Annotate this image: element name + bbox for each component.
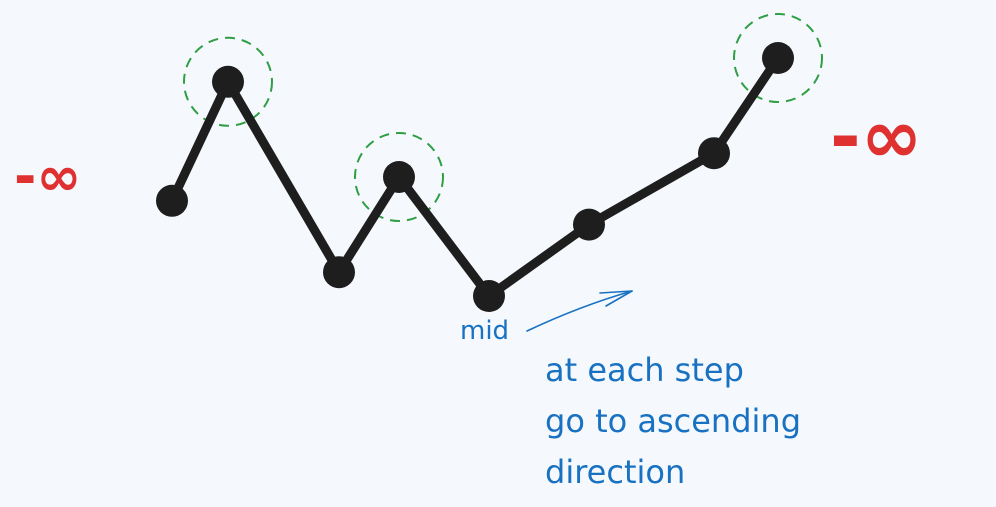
node-n8-peak [762, 42, 794, 74]
note-line-1: at each step [545, 351, 744, 389]
node-n2-peak [212, 65, 244, 98]
node-n3 [323, 256, 355, 289]
note-line-2: go to ascending [545, 402, 801, 440]
peak-ring-n8 [733, 13, 823, 103]
node-n5-mid [473, 280, 505, 312]
edge-n7-n8 [709, 53, 783, 158]
edge-n3-n4 [334, 172, 404, 277]
note-line-3: direction [545, 453, 686, 491]
negative-infinity-right: -∞ [830, 94, 923, 180]
arrow-shaft [526, 290, 633, 332]
edge-n2-n3 [223, 77, 344, 277]
negative-infinity-left: -∞ [14, 145, 82, 208]
ascending-note: at each step go to ascending direction [545, 345, 801, 498]
edge-n4-n5 [394, 172, 494, 301]
arrow-to-note [526, 290, 633, 332]
peak-ring-n2 [183, 36, 273, 127]
edge-n1-n2 [167, 77, 233, 206]
peak-ring-n4 [354, 132, 444, 222]
mid-label: mid [460, 316, 510, 346]
edge-n6-n7 [584, 148, 719, 230]
node-n6 [573, 208, 605, 241]
edge-n5-n6 [484, 220, 594, 301]
arrow-head [599, 290, 633, 307]
node-n7 [698, 137, 730, 170]
node-n1 [156, 184, 188, 217]
node-n4-peak [383, 161, 415, 193]
